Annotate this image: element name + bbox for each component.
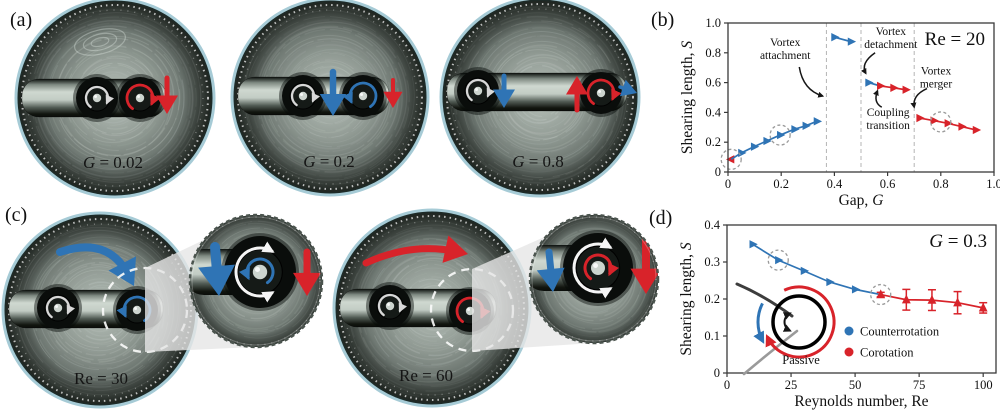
passive-label: Passive (782, 353, 820, 367)
panel-label-d: (d) (649, 207, 673, 229)
ytick-b: 0 (715, 165, 721, 179)
corner-label-d: G = 0.3 (929, 231, 987, 252)
dish-a1: G = 0.02 (14, 0, 216, 199)
legend-label: Corotation (860, 346, 914, 360)
xtick-d: 50 (849, 378, 862, 392)
annotation-b-1: Vortex (876, 26, 907, 38)
xtick-d: 100 (974, 378, 993, 392)
dish-label-c2: Re = 60 (399, 366, 453, 385)
ytick-b: 0.2 (705, 135, 721, 149)
panel-label-b: (b) (651, 9, 675, 31)
ytick-b: 0.8 (705, 46, 721, 60)
annotation-b-2: transition (866, 120, 910, 132)
annotation-b-1: detachment (864, 39, 918, 51)
passive-schematic-inset: Passive (735, 282, 836, 376)
ytick-d: 0.2 (704, 292, 720, 306)
xlabel-d: Reynolds number, Re (794, 393, 928, 410)
annotation-b-3: merger (920, 78, 953, 90)
corner-label-b: Re = 20 (925, 29, 985, 50)
legend-swatch-red (844, 347, 854, 357)
dish-a3: G = 0.8 (439, 0, 641, 198)
dish-c2: Re = 60 (332, 208, 532, 408)
chart-b: VortexattachmentVortexdetachmentCoupling… (679, 16, 1000, 209)
ytick-b: 0.6 (705, 76, 721, 90)
annotation-b-0: Vortex (770, 37, 801, 49)
xtick-b: 0.8 (933, 177, 949, 191)
dish-label-a1: G = 0.02 (83, 153, 143, 172)
ytick-b: 1.0 (705, 16, 721, 30)
xtick-d: 25 (785, 378, 798, 392)
magnifier-inset-i30 (145, 213, 324, 352)
ytick-d: 0.1 (704, 329, 720, 343)
dish-a2: G = 0.2 (230, 0, 430, 197)
xlabel-b: Gap, G (839, 192, 884, 209)
xtick-d: 75 (913, 378, 926, 392)
dish-label-a3: G = 0.8 (512, 152, 564, 171)
ytick-d: 0 (714, 366, 720, 380)
annotation-b-2: Coupling (867, 107, 910, 119)
ytick-d: 0.4 (704, 218, 720, 232)
xtick-b: 0.2 (773, 177, 789, 191)
ytick-b: 0.4 (705, 105, 721, 119)
panel-label-c: (c) (5, 204, 28, 226)
annotation-b-3: Vortex (921, 65, 952, 77)
xtick-b: 0.6 (880, 177, 896, 191)
panel-label-a: (a) (10, 9, 33, 31)
dish-label-a2: G = 0.2 (303, 152, 355, 171)
xtick-b: 0 (725, 177, 731, 191)
magnifier-inset-i60 (472, 213, 660, 351)
xtick-d: 0 (724, 378, 730, 392)
xtick-b: 1.0 (986, 177, 1000, 191)
dish-label-c1: Re = 30 (74, 369, 128, 388)
annotation-b-0: attachment (760, 50, 811, 62)
ylabel-d: Shearing length, S (678, 242, 695, 355)
ytick-d: 0.3 (704, 255, 720, 269)
legend-swatch-blue (844, 326, 854, 336)
legend-label: Counterrotation (860, 325, 940, 339)
xtick-b: 0.4 (827, 177, 843, 191)
ylabel-b: Shearing length, S (679, 41, 696, 154)
